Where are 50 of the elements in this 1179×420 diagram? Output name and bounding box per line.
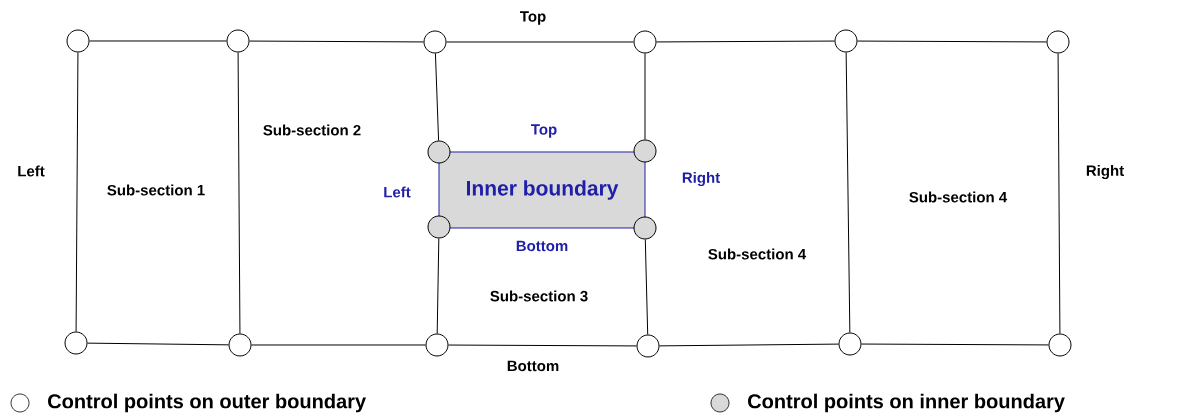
control-point — [226, 29, 250, 53]
boundary-label: Right — [1086, 164, 1124, 179]
control-point — [66, 29, 90, 53]
boundary-line — [659, 343, 839, 347]
boundary-line — [644, 53, 646, 140]
boundary-line — [249, 40, 424, 43]
boundary-line — [237, 52, 241, 334]
boundary-line — [656, 40, 835, 43]
boundary-label: Bottom — [507, 360, 559, 372]
control-point — [228, 333, 252, 357]
boundary-label: Top — [520, 11, 546, 25]
boundary-line — [87, 342, 229, 346]
boundary-label: Top — [531, 124, 557, 138]
control-point — [1048, 333, 1072, 357]
boundary-line — [845, 52, 851, 333]
boundary-label: Left — [384, 186, 411, 198]
boundary-label: Right — [682, 171, 720, 186]
boundary-line — [861, 343, 1049, 346]
boundary-label: Bottom — [516, 240, 568, 252]
boundary-label: Sub-section 1 — [107, 184, 205, 196]
boundary-line — [436, 238, 440, 334]
legend-label: Control points on outer boundary — [48, 393, 366, 413]
control-point — [427, 140, 451, 164]
boundary-line — [75, 52, 79, 332]
boundary-line — [434, 53, 440, 141]
control-point — [636, 334, 660, 358]
control-point — [838, 332, 862, 356]
legend-label: Control points on inner boundary — [748, 393, 1065, 413]
boundary-line — [857, 40, 1047, 43]
control-point — [427, 215, 451, 239]
boundary-line — [644, 239, 649, 335]
boundary-label: Sub-section 2 — [263, 124, 361, 136]
boundary-label: Sub-section 4 — [708, 248, 807, 260]
control-point — [423, 30, 447, 54]
boundary-label: Sub-section 3 — [490, 290, 588, 302]
boundary-line — [446, 41, 634, 43]
boundary-line — [251, 344, 426, 346]
control-point — [633, 139, 657, 163]
control-point — [633, 30, 657, 54]
inner-boundary-box: Inner boundary — [438, 151, 646, 229]
control-point — [1046, 30, 1070, 54]
boundary-label: Left — [18, 165, 45, 177]
boundary-line — [448, 344, 637, 347]
boundary-line — [1057, 53, 1061, 334]
control-point — [834, 29, 858, 53]
control-point — [425, 333, 449, 357]
boundary-label: Sub-section 4 — [909, 191, 1008, 203]
control-point — [633, 216, 657, 240]
boundary-line — [89, 40, 227, 42]
control-point — [64, 331, 88, 355]
